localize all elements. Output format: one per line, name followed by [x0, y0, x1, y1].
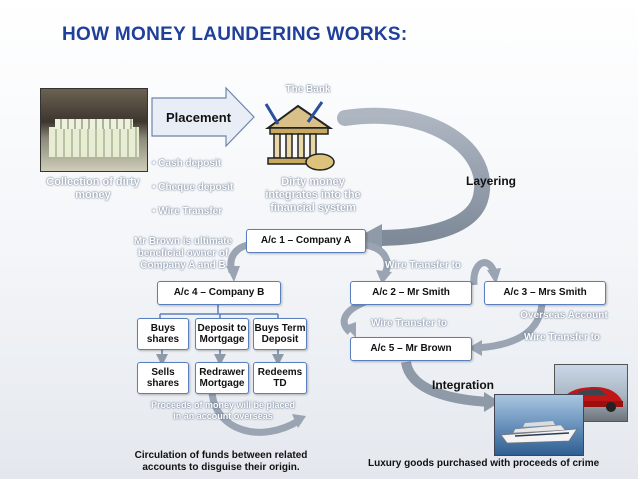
- action-deposit-mortgage: Deposit to Mortgage: [195, 318, 249, 350]
- layering-label: Layering: [466, 174, 517, 188]
- wire-transfer-label: Wire Transfer to: [370, 318, 448, 329]
- overseas-account-label: Overseas Account: [520, 310, 608, 321]
- mr-brown-owner-note: Mr Brown is ultimate beneficial owner of…: [133, 236, 233, 271]
- dirty-money-label: Dirty money integrates into the financia…: [265, 176, 361, 215]
- placement-arrow: [151, 86, 255, 148]
- placement-methods: • Cash deposit • Cheque deposit • Wire T…: [152, 146, 252, 230]
- ac3-loop-arrow: [470, 259, 498, 286]
- wire-transfer-label: Wire Transfer to: [384, 260, 462, 271]
- account-3-mrs-smith: A/c 3 – Mrs Smith: [484, 281, 606, 305]
- ac3-to-ac5-arrow: [475, 302, 546, 352]
- the-bank-label: The Bank: [285, 84, 331, 95]
- placement-method-item: • Cheque deposit: [152, 182, 234, 193]
- bank-icon: [264, 101, 335, 171]
- account-5-mr-brown: A/c 5 – Mr Brown: [350, 337, 472, 361]
- placement-method-item: • Cash deposit: [152, 158, 222, 169]
- layering-arrow: [337, 107, 490, 246]
- luxury-caption: Luxury goods purchased with proceeds of …: [368, 458, 600, 469]
- integration-arrow: [401, 360, 491, 407]
- account-4-company-b: A/c 4 – Company B: [157, 281, 281, 305]
- account-1-company-a: A/c 1 – Company A: [246, 229, 366, 253]
- placement-label: Placement: [166, 110, 232, 125]
- action-redrawer-mortgage: Redrawer Mortgage: [195, 362, 249, 394]
- action-redeems-td: Redeems TD: [253, 362, 307, 394]
- circulation-arrow: [208, 391, 302, 436]
- integration-label: Integration: [432, 378, 494, 392]
- cash-stacks-photo: [40, 88, 148, 172]
- circulation-caption: Circulation of funds between related acc…: [134, 450, 308, 473]
- wire-transfer-label: Wire Transfer to: [523, 332, 601, 343]
- account-2-mr-smith: A/c 2 – Mr Smith: [350, 281, 472, 305]
- action-buys-shares: Buys shares: [137, 318, 189, 350]
- collection-label: Collection of dirty money: [46, 176, 140, 202]
- page-title: HOW MONEY LAUNDERING WORKS:: [62, 24, 408, 45]
- placement-method-item: • Wire Transfer: [152, 206, 223, 217]
- action-buys-term-deposit: Buys Term Deposit: [253, 318, 307, 350]
- proceeds-note: Proceeds of money will be placed in an a…: [150, 400, 296, 421]
- action-sells-shares: Sells shares: [137, 362, 189, 394]
- yacht-photo: [494, 394, 584, 456]
